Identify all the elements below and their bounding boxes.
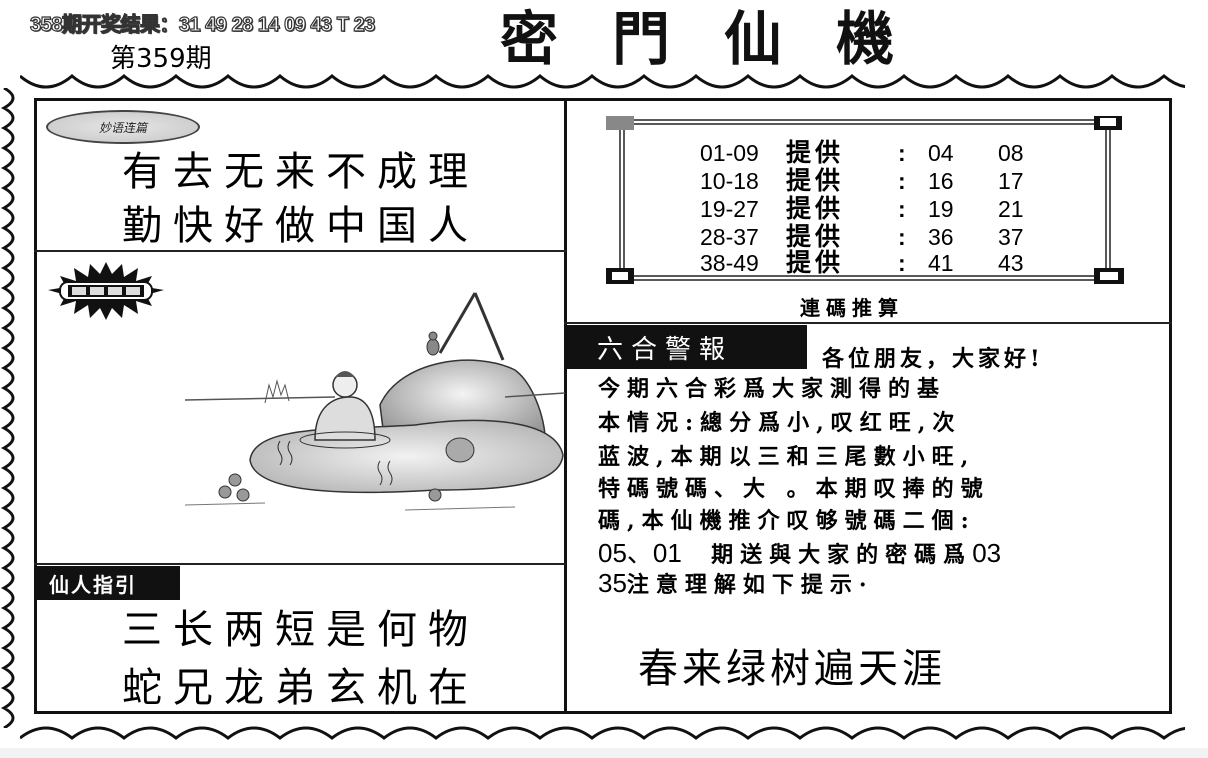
alert-text: 期送與大家的密碼爲	[711, 542, 973, 568]
alert-line-6: 05、01 期送與大家的密碼爲03	[598, 536, 1001, 572]
alert-line-7: 35注意理解如下提示·	[598, 566, 874, 602]
divider-left-1	[34, 250, 566, 252]
alert-line-2: 本情况:總分爲小,叹红旺,次	[598, 410, 962, 436]
number-a: 41	[928, 250, 954, 276]
wave-border-top	[20, 74, 1185, 89]
previous-result-numbers: 31 49 28 14 09 43 T 23	[178, 13, 376, 36]
guide-poem-line-2: 蛇兄龙弟玄机在	[122, 665, 479, 711]
previous-result-label: 358期开奖结果：	[29, 13, 180, 36]
section-badge-wordplay: 妙语连篇	[46, 110, 200, 144]
section-badge-alert: 六合警報	[567, 325, 807, 369]
alert-text: 注意理解如下提示·	[626, 572, 874, 598]
wave-border-bottom	[20, 726, 1185, 740]
range: 01-09	[700, 140, 759, 166]
provide-label: 提供	[786, 222, 845, 251]
footer-strip	[0, 748, 1208, 758]
section-badge-guide: 仙人指引	[37, 566, 180, 600]
range: 38-49	[700, 250, 759, 276]
number-b: 37	[998, 224, 1024, 250]
issue-number: 第359期	[110, 44, 212, 74]
alert-line-1: 今期六合彩爲大家測得的基	[598, 376, 947, 402]
illustration-bathing-man-icon	[185, 292, 565, 511]
alert-number-tail: 03	[972, 538, 1002, 568]
number-b: 08	[998, 140, 1024, 166]
range: 28-37	[700, 224, 759, 250]
outer-frame	[34, 98, 1172, 714]
range: 19-27	[700, 196, 759, 222]
colon: :	[898, 168, 906, 194]
page-title: 密門仙機	[500, 5, 949, 73]
number-b: 43	[998, 250, 1024, 276]
guide-poem-line-1: 三长两短是何物	[122, 607, 479, 653]
colon: :	[898, 196, 906, 222]
divider-left-2	[34, 563, 566, 565]
provide-label: 提供	[786, 166, 845, 195]
range: 10-18	[700, 168, 759, 194]
number-row-5: 38-49 提供:41 43	[700, 249, 1024, 277]
alert-line-3: 蓝波,本期以三和三尾數小旺,	[598, 444, 976, 470]
alert-number: 35	[598, 568, 627, 598]
column-divider	[564, 98, 567, 714]
number-a: 19	[928, 196, 954, 222]
number-b: 17	[998, 168, 1024, 194]
number-a: 16	[928, 168, 954, 194]
number-a: 36	[928, 224, 954, 250]
poem-line-1: 有去无来不成理	[122, 149, 479, 195]
provide-label: 提供	[786, 138, 845, 167]
alert-line-4: 特碼號碼、大 。本期叹捧的號	[598, 476, 990, 502]
number-row-1: 01-09 提供:04 08	[700, 139, 1024, 167]
number-table-caption: 連碼推算	[800, 296, 904, 320]
number-row-3: 19-27 提供:19 21	[700, 195, 1024, 223]
colon: :	[898, 140, 906, 166]
wave-border-left	[0, 88, 15, 728]
number-row-2: 10-18 提供:16 17	[700, 167, 1024, 195]
number-a: 04	[928, 140, 954, 166]
provide-label: 提供	[786, 194, 845, 223]
divider-right-1	[564, 322, 1172, 324]
alert-numbers: 05、01	[598, 538, 682, 568]
colon: :	[898, 224, 906, 250]
poem-line-2: 勤快好做中国人	[122, 203, 479, 249]
alert-greeting: 各位朋友，大家好!	[822, 346, 1044, 372]
provide-label: 提供	[786, 248, 845, 277]
starburst-badge-icon	[48, 262, 164, 320]
previous-result: 358期开奖结果：31 49 28 14 09 43 T 23	[29, 8, 376, 37]
colon: :	[898, 250, 906, 276]
alert-line-5: 碼,本仙機推介叹够號碼二個:	[598, 508, 976, 534]
number-b: 21	[998, 196, 1024, 222]
slogan: 春来绿树遍天涯	[638, 646, 946, 692]
number-table-frame	[606, 116, 1124, 284]
number-row-4: 28-37 提供:36 37	[700, 223, 1024, 251]
